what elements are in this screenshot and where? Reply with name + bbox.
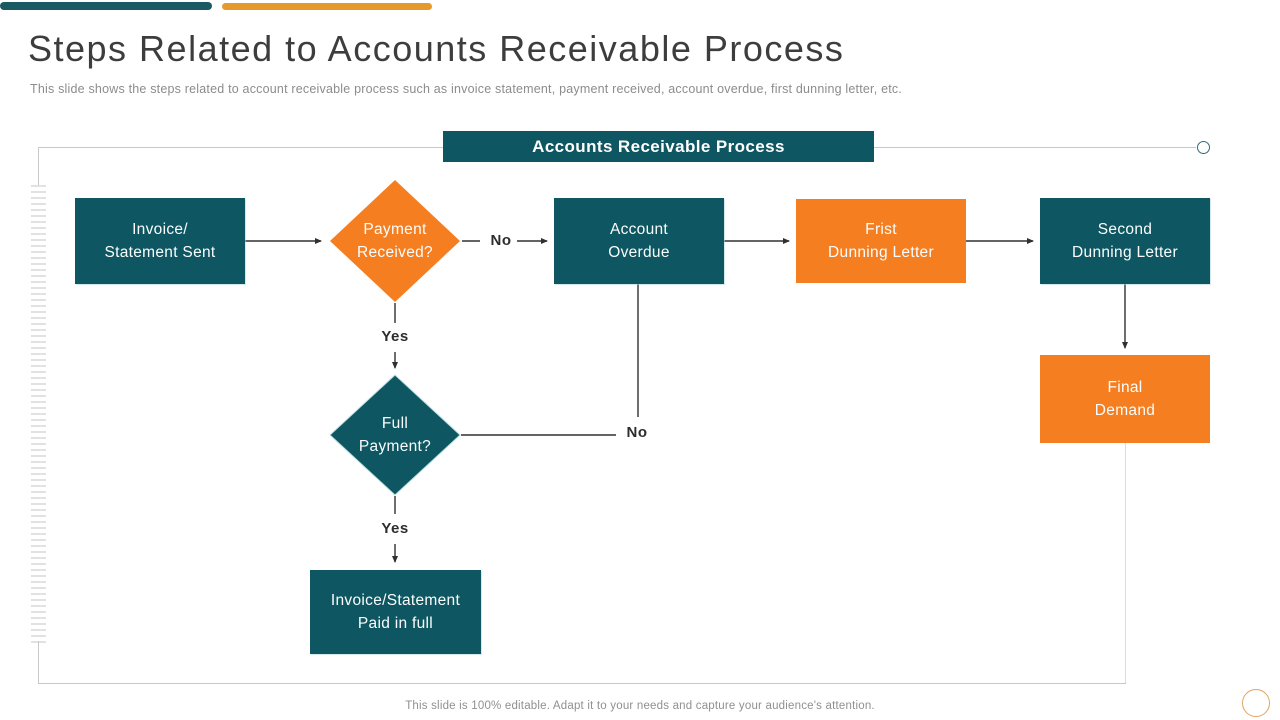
frame-end-circle-icon	[1197, 141, 1210, 154]
corner-circle-icon	[1242, 689, 1270, 717]
frame-right-line	[1125, 443, 1126, 683]
branch-label-no-payment: No	[490, 232, 512, 249]
frame-left-line-lower	[38, 641, 39, 683]
node-invoice-paid-in-full: Invoice/Statement Paid in full	[310, 570, 481, 654]
node-payment-received-label: Payment Received?	[357, 220, 433, 261]
node-final-demand: Final Demand	[1040, 355, 1210, 443]
slide-subtitle: This slide shows the steps related to ac…	[30, 82, 903, 96]
branch-label-yes-payment: Yes	[381, 328, 409, 345]
node-account-overdue: Account Overdue	[554, 198, 724, 284]
frame-left-tick-marks	[31, 185, 46, 643]
node-second-dunning-letter: Second Dunning Letter	[1040, 198, 1210, 284]
node-invoice-statement-sent: Invoice/ Statement Sent	[75, 198, 245, 284]
flowchart-header: Accounts Receivable Process	[443, 131, 874, 162]
slide-footer-note: This slide is 100% editable. Adapt it to…	[405, 700, 875, 712]
frame-bottom-line	[38, 683, 1126, 684]
branch-label-yes-full-payment: Yes	[381, 520, 409, 537]
frame-left-line-upper	[38, 147, 39, 187]
branch-label-no-full-payment: No	[626, 424, 648, 441]
accent-bar-orange	[222, 3, 432, 10]
node-first-dunning-letter: Frist Dunning Letter	[796, 199, 966, 283]
accent-bar-teal	[0, 2, 212, 10]
node-full-payment-label: Full Payment?	[358, 414, 432, 455]
slide-title: Steps Related to Accounts Receivable Pro…	[28, 28, 845, 69]
